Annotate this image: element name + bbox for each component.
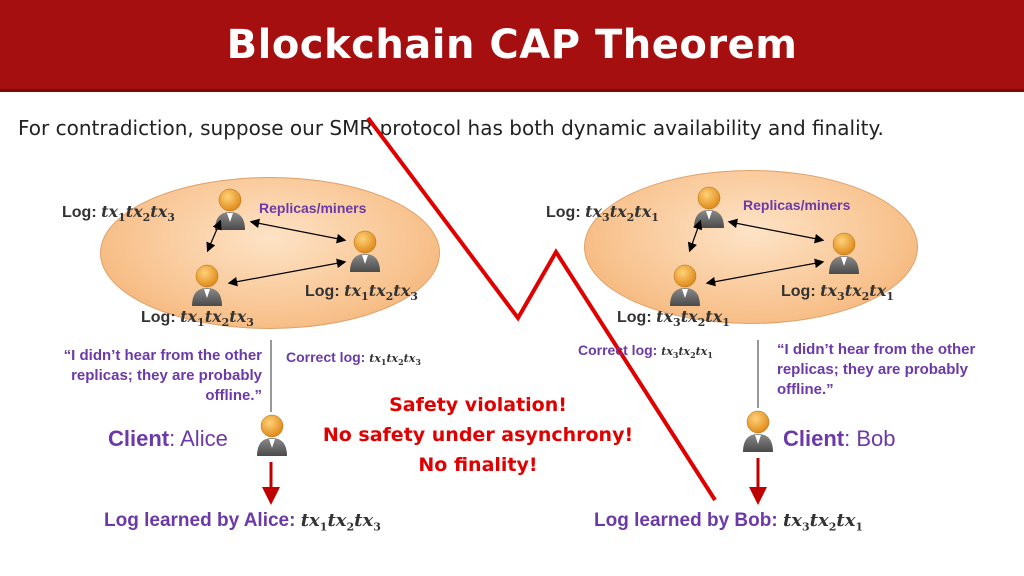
right-correct-log: Correct log: tx3tx2tx1 (578, 342, 713, 361)
right-quote: “I didn’t hear from the other replicas; … (777, 341, 976, 398)
right-mid-log-value: tx3tx2tx1 (820, 281, 894, 304)
alice-client-label: Client: Alice (108, 426, 228, 451)
right-mid-log: Log: tx3tx2tx1 (781, 281, 894, 304)
right-replica-right-icon (828, 232, 860, 275)
left-arrow-top-right (249, 218, 347, 244)
violation-line-2: No safety under asynchrony! (322, 424, 634, 446)
title-bar: Blockchain CAP Theorem (0, 0, 1024, 92)
left-quote: “I didn’t hear from the other replicas; … (63, 347, 262, 404)
bob-client-icon (742, 410, 774, 453)
left-mid-log-value: tx1tx2tx3 (344, 281, 418, 304)
left-correct-log: Correct log: tx1tx2tx3 (286, 349, 421, 368)
bob-client-label: Client: Bob (783, 426, 896, 451)
slide-subtitle: For contradiction, suppose our SMR proto… (18, 116, 884, 140)
bob-learned-log: Log learned by Bob: tx3tx2tx1 (594, 510, 864, 534)
left-top-log: Log: tx1tx2tx3 (62, 202, 175, 225)
alice-learned-log: Log learned by Alice: tx1tx2tx3 (104, 510, 381, 534)
right-arrow-bottom-right (705, 258, 825, 287)
right-replicas-label: Replicas/miners (743, 197, 851, 213)
left-bottom-log: Log: tx1tx2tx3 (141, 307, 254, 330)
left-arrow-bottom-right (227, 258, 347, 287)
right-bottom-log-value: tx3tx2tx1 (656, 307, 730, 330)
right-top-log-value: tx3tx2tx1 (585, 202, 659, 225)
left-replica-right-icon (349, 230, 381, 273)
violation-line-1: Safety violation! (389, 394, 567, 416)
left-replica-cluster (100, 177, 440, 329)
right-correct-log-value: tx3tx2tx1 (661, 345, 713, 361)
right-bottom-log: Log: tx3tx2tx1 (617, 307, 730, 330)
right-top-log: Log: tx3tx2tx1 (546, 202, 659, 225)
violation-text: Safety violation! No safety under asynch… (318, 390, 638, 480)
left-bottom-log-value: tx1tx2tx3 (180, 307, 254, 330)
partition-zigzag-line (366, 116, 717, 502)
bob-learned-log-value: tx3tx2tx1 (782, 510, 864, 534)
left-replica-bottom-icon (191, 264, 223, 307)
left-mid-log: Log: tx1tx2tx3 (305, 281, 418, 304)
right-arrow-top-bottom (687, 219, 703, 253)
right-replica-cluster (584, 170, 918, 324)
left-correct-log-value: tx1tx2tx3 (369, 352, 421, 368)
right-replica-bottom-icon (669, 264, 701, 307)
left-top-log-value: tx1tx2tx3 (101, 202, 175, 225)
violation-line-3: No finality! (418, 454, 538, 476)
alice-client-icon (256, 414, 288, 457)
left-arrow-top-bottom (206, 219, 222, 253)
alice-learned-log-value: tx1tx2tx3 (300, 510, 381, 534)
slide-title: Blockchain CAP Theorem (226, 21, 798, 68)
right-arrow-top-right (727, 218, 825, 244)
left-replicas-label: Replicas/miners (259, 200, 367, 216)
right-replica-top-icon (693, 186, 725, 229)
